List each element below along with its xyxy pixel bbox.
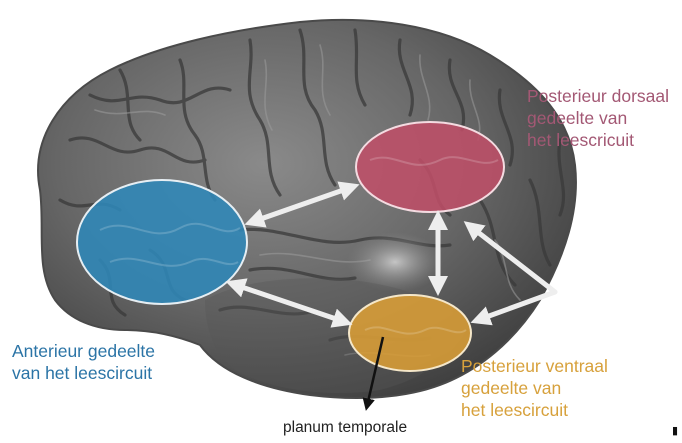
label-posterior-dorsal: Posterieur dorsaal gedeelte van het lees… — [527, 85, 669, 151]
anterior-region — [77, 180, 247, 304]
label-posterior-ventral: Posterieur ventraal gedeelte van het lee… — [461, 355, 608, 421]
label-line: Posterieur dorsaal — [527, 85, 669, 107]
label-line: het leescricuit — [527, 129, 669, 151]
label-line: gedeelte van — [527, 107, 669, 129]
corner-mark: ▮ — [672, 424, 678, 437]
label-line: gedeelte van — [461, 377, 608, 399]
label-anterior: Anterieur gedeelte van het leescircuit — [12, 340, 155, 384]
label-line: Anterieur gedeelte — [12, 340, 155, 362]
label-planum-temporale: planum temporale — [283, 418, 407, 438]
label-line: Posterieur ventraal — [461, 355, 608, 377]
label-line: het leescircuit — [461, 399, 608, 421]
label-line: van het leescircuit — [12, 362, 155, 384]
posterior-dorsal-region — [356, 122, 504, 212]
